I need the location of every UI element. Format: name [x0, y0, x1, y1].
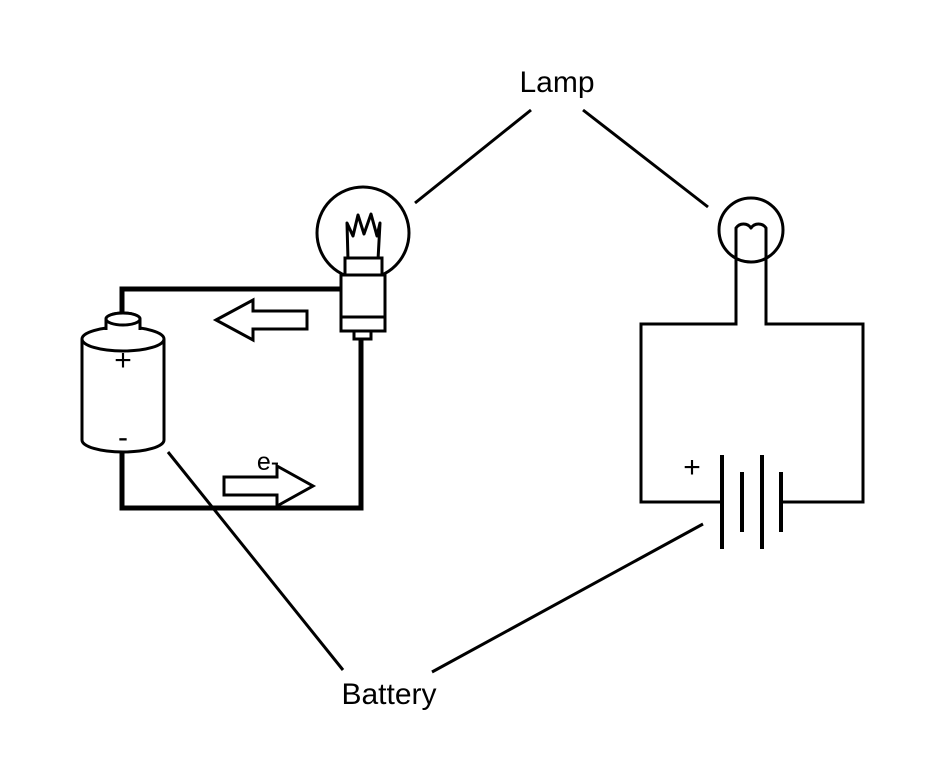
- bulb-base-body: [339, 273, 387, 333]
- leader-line-battery-right: [431, 522, 704, 674]
- battery-terminal-top: [104, 311, 142, 327]
- schematic-wire-left: [639, 322, 738, 504]
- lamp-bulb: [315, 185, 411, 341]
- lamp-symbol-circle-icon: [717, 196, 785, 264]
- lamp-symbol: [717, 196, 785, 324]
- battery-symbol: +: [683, 451, 783, 549]
- lamp-symbol-filament-icon: [734, 222, 768, 324]
- battery-plus-sign: +: [114, 344, 132, 377]
- battery-label: Battery: [341, 678, 436, 711]
- wire-bottom-right-segment: [119, 322, 364, 511]
- leader-line-battery-left: [166, 451, 345, 671]
- battery-minus-sign: -: [118, 421, 128, 454]
- electron-flow-label: e-: [257, 448, 279, 476]
- schematic-circuit: +: [639, 196, 865, 549]
- bulb-filament-icon: [345, 212, 382, 262]
- battery-body: [80, 339, 166, 454]
- pictorial-circuit: + - e-: [80, 185, 411, 511]
- conventional-current-arrow-icon: [212, 297, 309, 343]
- battery-cylinder: + -: [80, 311, 166, 454]
- schematic-battery-plus-sign: +: [683, 451, 701, 484]
- leader-line-lamp-right: [582, 108, 709, 209]
- lamp-label: Lamp: [519, 66, 594, 99]
- schematic-wire-right: [764, 322, 865, 504]
- bulb-foot-contact: [352, 329, 373, 341]
- leader-line-lamp-left: [414, 108, 532, 205]
- electron-flow-arrow-icon: [222, 463, 317, 509]
